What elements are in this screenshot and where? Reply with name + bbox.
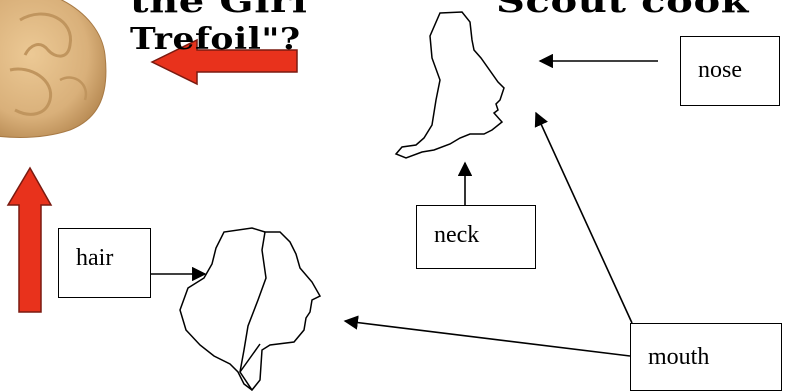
mouth-arrow-to-heads bbox=[343, 315, 631, 357]
heading-line1-left: the Girl bbox=[130, 0, 308, 20]
hair-label: hair bbox=[58, 228, 151, 298]
mouth-arrow-to-profile bbox=[534, 111, 633, 324]
heading-line2-left: Trefoil"? bbox=[130, 22, 301, 57]
red-up-arrow bbox=[6, 166, 53, 313]
nose-label: nose bbox=[680, 36, 780, 106]
red-left-arrow bbox=[150, 38, 298, 86]
neck-label: neck bbox=[416, 205, 536, 269]
heading-line1-right: Scout cook bbox=[496, 0, 750, 20]
trefoil-cookie-image bbox=[0, 0, 107, 138]
mouth-label: mouth bbox=[630, 323, 782, 391]
face-profile-outline bbox=[394, 11, 505, 159]
heads-drawing bbox=[179, 227, 322, 391]
